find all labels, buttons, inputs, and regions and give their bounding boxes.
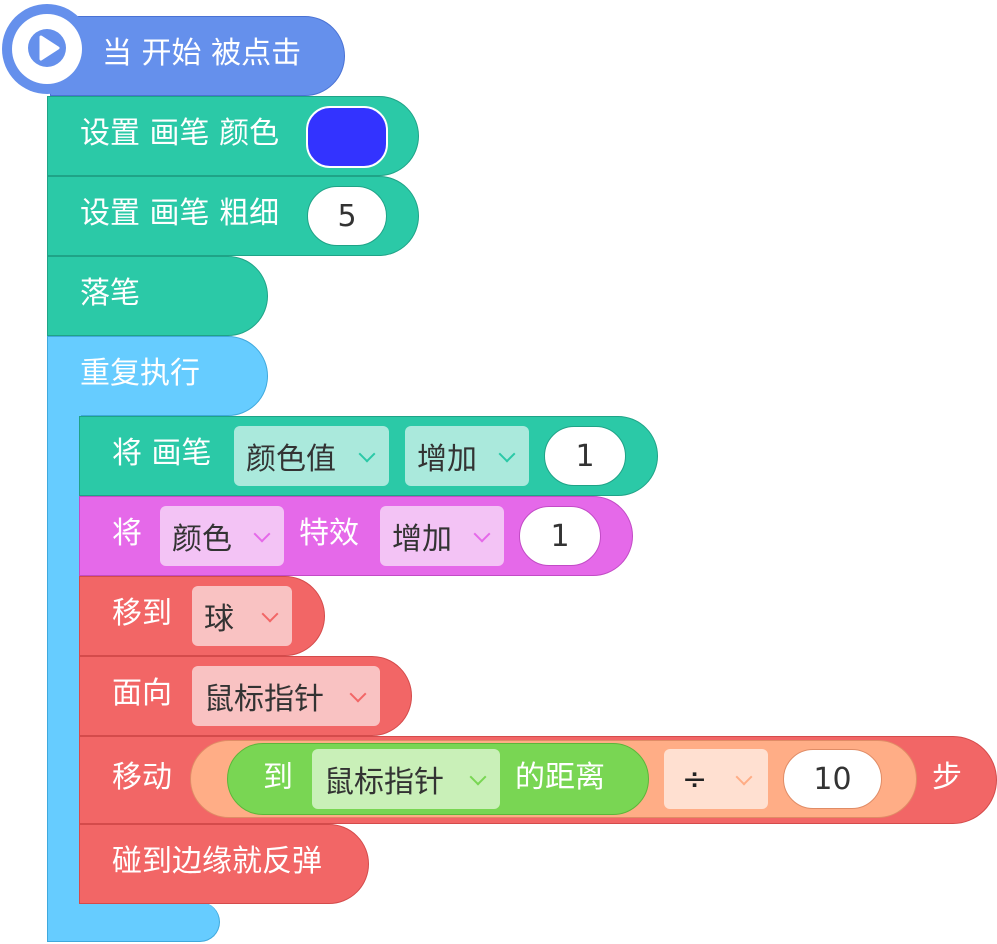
point-towards-label: 面向	[112, 676, 172, 711]
pen-change-amount-input[interactable]: 1	[544, 426, 626, 486]
pen-size-input[interactable]: 5	[307, 186, 387, 246]
chevron-down-icon	[498, 445, 516, 463]
distance-label: 的距离	[515, 760, 605, 795]
steps-label: 步	[932, 760, 962, 795]
point-towards-target-dropdown[interactable]: 鼠标指针	[192, 666, 380, 726]
repeat-block[interactable]	[47, 336, 268, 416]
effect-op-value: 增加	[392, 522, 452, 557]
move-label: 移动	[112, 760, 172, 795]
pen-op-value: 增加	[417, 442, 477, 477]
pen-down-label: 落笔	[80, 276, 140, 311]
operator-value: ÷	[682, 761, 708, 797]
effect-change-amount-input[interactable]: 1	[519, 506, 601, 566]
chevron-down-icon	[358, 445, 376, 463]
repeat-block-foot	[47, 902, 220, 942]
effect-op-dropdown[interactable]: 增加	[380, 506, 504, 566]
pen-param-value: 颜色值	[246, 442, 336, 477]
change-pen-label: 将 画笔	[112, 436, 212, 471]
distance-to-label: 到	[263, 760, 293, 795]
set-pen-color-label: 设置 画笔 颜色	[80, 116, 280, 151]
effect-param-value: 颜色	[172, 522, 232, 557]
chevron-down-icon	[349, 685, 367, 703]
chevron-down-icon	[253, 525, 271, 543]
play-icon	[28, 29, 66, 67]
chevron-down-icon	[261, 605, 279, 623]
distance-target-value: 鼠标指针	[324, 765, 444, 800]
pen-color-swatch[interactable]	[306, 106, 388, 168]
change-effect-label-1: 将	[112, 516, 142, 551]
change-effect-label-2: 特效	[299, 516, 359, 551]
pen-down-block[interactable]	[47, 256, 268, 336]
chevron-down-icon	[735, 768, 753, 786]
go-to-target-dropdown[interactable]: 球	[192, 586, 292, 646]
repeat-block-arm	[47, 414, 81, 906]
operator-dropdown[interactable]: ÷	[664, 749, 768, 809]
chevron-down-icon	[469, 768, 487, 786]
when-start-clicked-block[interactable]	[50, 16, 345, 96]
pen-op-dropdown[interactable]: 增加	[405, 426, 529, 486]
bounce-on-edge-block[interactable]	[79, 824, 369, 904]
chevron-down-icon	[473, 525, 491, 543]
point-towards-target-value: 鼠标指针	[204, 682, 324, 717]
effect-param-dropdown[interactable]: 颜色	[160, 506, 284, 566]
distance-target-dropdown[interactable]: 鼠标指针	[312, 749, 500, 809]
pen-param-dropdown[interactable]: 颜色值	[234, 426, 389, 486]
hat-label: 当 开始 被点击	[102, 36, 302, 71]
go-to-label: 移到	[112, 596, 172, 631]
set-pen-size-label: 设置 画笔 粗细	[80, 196, 280, 231]
bounce-label: 碰到边缘就反弹	[112, 844, 322, 879]
go-to-target-value: 球	[204, 602, 234, 637]
divisor-input[interactable]: 10	[783, 749, 882, 809]
repeat-label: 重复执行	[80, 356, 200, 391]
